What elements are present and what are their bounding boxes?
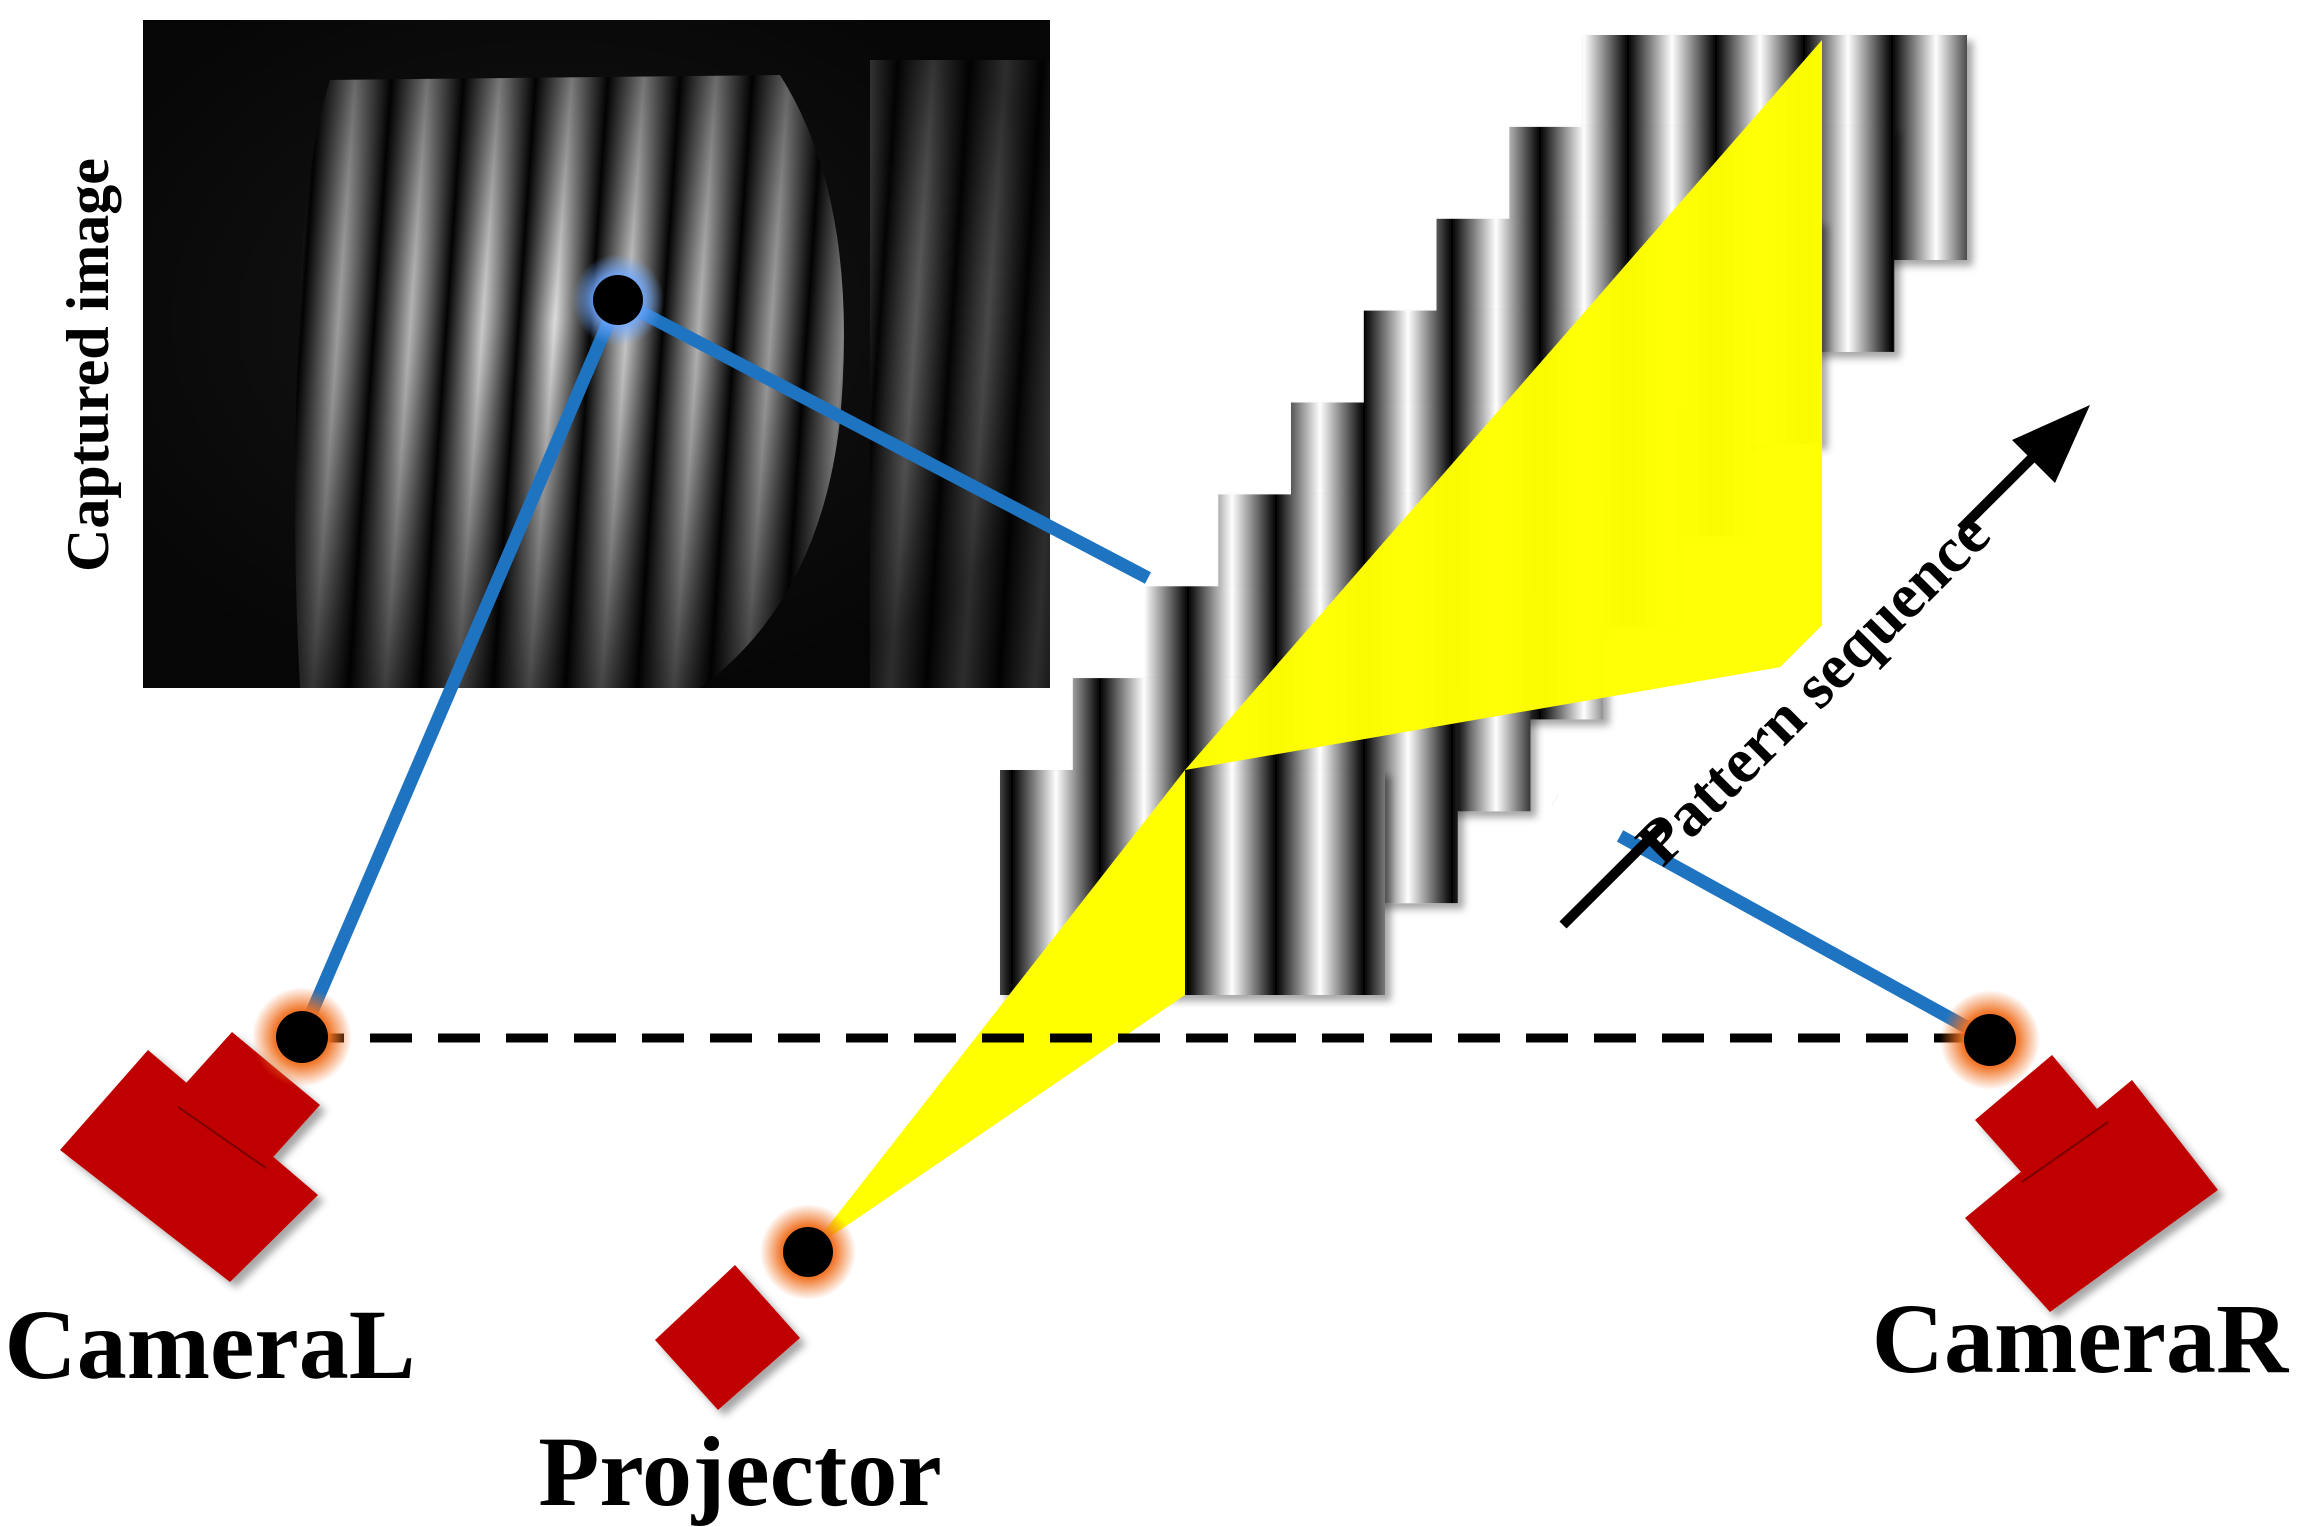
arrow-label-backdrop [1642,507,2018,883]
left-camera-center-point [252,987,352,1087]
captured-image-label: Captured image [55,158,121,572]
camera-left-label: CameraL [5,1289,416,1400]
ray-point-to-pattern [614,294,1152,584]
camera-left-icon [60,1032,320,1282]
ray-pattern-to-right-camera [1551,794,1994,1046]
projection-wedge-frames [1185,40,1822,770]
camera-right-icon [1965,1055,2218,1312]
ray-segment-gap [1549,790,1626,846]
projection-beam [808,770,1185,1252]
projector-center-point [760,1204,856,1300]
right-camera-center-point [1940,990,2040,1090]
projector-label: Projector [538,1416,941,1527]
camera-right-label: CameraR [1872,1283,2290,1394]
ray-left-camera [295,293,625,1042]
projector-icon [655,1265,800,1410]
captured-image-photo [143,20,1050,688]
object-surface-point [572,254,664,346]
